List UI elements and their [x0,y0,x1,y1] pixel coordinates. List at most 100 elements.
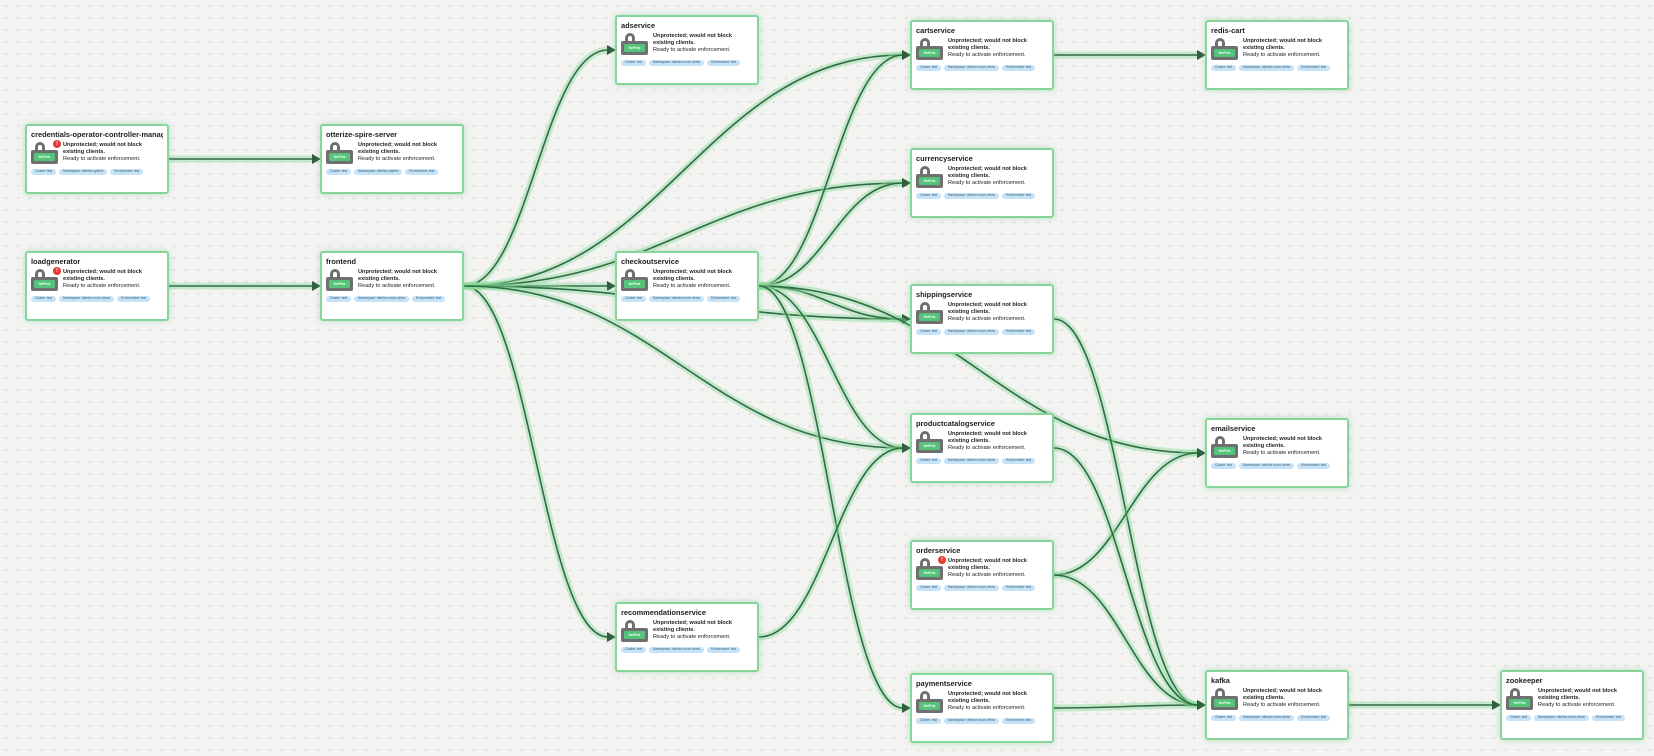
lock-open-icon: NetPols [326,142,353,166]
node-tag: Namespace: otterize-ecom-demo [59,296,115,302]
node-tag: Namespace: otterize-ecom-demo [944,718,1000,724]
arrowhead [607,632,616,642]
netpols-label: NetPols [1214,49,1235,57]
status-main: Unprotected; would not block existing cl… [63,142,142,155]
service-node-loadgenerator[interactable]: loadgenerator NetPols ! Unprotected; wou… [25,251,169,321]
status-main: Unprotected; would not block existing cl… [948,691,1027,704]
protection-status: Unprotected; would not block existing cl… [358,142,458,162]
service-node-productcatalogservice[interactable]: productcatalogservice NetPols Unprotecte… [910,413,1054,483]
node-tag: Environment: test [1297,715,1330,721]
status-sub: Ready to activate enforcement. [948,315,1026,322]
service-node-zookeeper[interactable]: zookeeper NetPols Unprotected; would not… [1500,670,1644,740]
node-tag: Cluster: test [621,60,647,66]
arrowhead [1197,448,1206,458]
protection-status: Unprotected; would not block existing cl… [948,691,1048,711]
arrowhead [902,50,911,60]
service-node-otterize-spire-server[interactable]: otterize-spire-server NetPols Unprotecte… [320,124,464,194]
node-tag: Cluster: test [1506,715,1532,721]
node-tag: Cluster: test [621,296,647,302]
netpols-label: NetPols [1214,447,1235,455]
node-tag: Environment: test [1002,458,1035,464]
node-tag: Cluster: test [31,169,57,175]
node-tag: Environment: test [1002,65,1035,71]
node-tag: Namespace: otterize-ecom-demo [944,585,1000,591]
node-tag: Environment: test [405,169,439,175]
node-title: kafka [1211,676,1230,685]
service-node-checkoutservice[interactable]: checkoutservice NetPols Unprotected; wou… [615,251,759,321]
node-tag: Environment: test [1002,193,1035,199]
status-main: Unprotected; would not block existing cl… [1243,436,1322,449]
node-tag: Namespace: otterize-ecom-demo [1534,715,1590,721]
service-node-kafka[interactable]: kafka NetPols Unprotected; would not blo… [1205,670,1349,740]
lock-open-icon: NetPols [916,431,943,455]
node-title: emailservice [1211,424,1256,433]
node-tag: Environment: test [707,296,740,302]
lock-open-icon: NetPols [621,33,648,57]
status-main: Unprotected; would not block existing cl… [1243,38,1322,51]
service-node-frontend[interactable]: frontend NetPols Unprotected; would not … [320,251,464,321]
protection-status: Unprotected; would not block existing cl… [948,431,1048,451]
node-tag: Environment: test [117,296,150,302]
service-node-cartservice[interactable]: cartservice NetPols Unprotected; would n… [910,20,1054,90]
netpols-label: NetPols [34,153,55,161]
arrowhead [1197,50,1206,60]
arrowhead [607,45,616,55]
service-node-credentials-operator-controller-manager[interactable]: credentials-operator-controller-manager … [25,124,169,194]
node-tag: Cluster: test [31,296,57,302]
node-tag: Cluster: test [621,647,647,653]
lock-open-icon: NetPols [916,691,943,715]
node-tag: Namespace: otterize-ecom-demo [649,296,705,302]
protection-status: Unprotected; would not block existing cl… [1243,38,1343,58]
netpols-label: NetPols [919,702,940,710]
service-node-recommendationservice[interactable]: recommendationservice NetPols Unprotecte… [615,602,759,672]
node-tag: Namespace: otterize-ecom-demo [944,329,1000,335]
status-sub: Ready to activate enforcement. [948,51,1026,58]
status-sub: Ready to activate enforcement. [358,155,436,162]
protection-status: Unprotected; would not block existing cl… [948,38,1048,58]
node-tag: Cluster: test [1211,463,1237,469]
protection-status: Unprotected; would not block existing cl… [1243,688,1343,708]
alert-badge-icon: ! [53,140,61,148]
node-title: checkoutservice [621,257,679,266]
node-tag: Namespace: otterize-ecom-demo [649,60,705,66]
service-node-emailservice[interactable]: emailservice NetPols Unprotected; would … [1205,418,1349,488]
status-sub: Ready to activate enforcement. [948,704,1026,711]
node-tag: Environment: test [707,60,740,66]
service-node-paymentservice[interactable]: paymentservice NetPols Unprotected; woul… [910,673,1054,743]
status-main: Unprotected; would not block existing cl… [948,558,1027,571]
node-tag: Namespace: otterize-ecom-demo [944,65,1000,71]
netpols-label: NetPols [1214,699,1235,707]
service-node-adservice[interactable]: adservice NetPols Unprotected; would not… [615,15,759,85]
node-tag: Cluster: test [916,65,942,71]
edge-orderservice-to-emailservice [1053,448,1206,579]
service-node-redis-cart[interactable]: redis-cart NetPols Unprotected; would no… [1205,20,1349,90]
node-title: productcatalogservice [916,419,995,428]
arrowhead [902,703,911,713]
netpols-label: NetPols [624,631,645,639]
node-tag: Environment: test [1592,715,1625,721]
arrowhead [1197,700,1206,710]
service-node-shippingservice[interactable]: shippingservice NetPols Unprotected; wou… [910,284,1054,354]
lock-open-icon: NetPols [326,269,353,293]
arrowhead [1492,700,1501,710]
arrowhead [312,281,321,291]
edge-checkoutservice-to-currencyservice [758,178,911,290]
node-tag: Environment: test [707,647,740,653]
node-tag: Namespace: otterize-ecom-demo [1239,463,1295,469]
protection-status: Unprotected; would not block existing cl… [63,269,163,289]
node-tag: Environment: test [1002,329,1035,335]
service-node-orderservice[interactable]: orderservice NetPols ! Unprotected; woul… [910,540,1054,610]
service-node-currencyservice[interactable]: currencyservice NetPols Unprotected; wou… [910,148,1054,218]
protection-status: Unprotected; would not block existing cl… [653,33,753,53]
status-sub: Ready to activate enforcement. [653,46,731,53]
edge-checkoutservice-to-cartservice [758,50,911,290]
edge-loadgenerator-to-frontend [168,281,321,291]
arrowhead [902,314,911,324]
netpols-label: NetPols [919,313,940,321]
